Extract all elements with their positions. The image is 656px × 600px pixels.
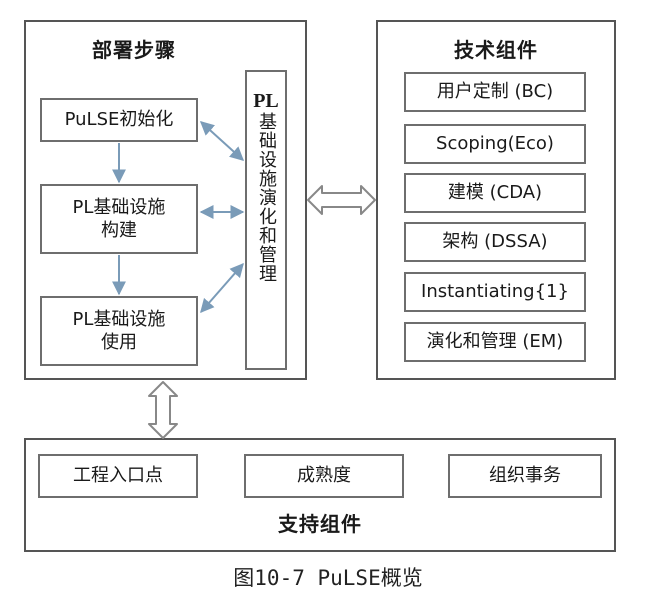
component-instantiating: Instantiating{1}: [404, 272, 586, 312]
figure-caption: 图10-7 PuLSE概览: [233, 566, 423, 590]
pl-infra-evolution-prefix: PL: [253, 90, 279, 112]
support-maturity: 成熟度: [244, 454, 404, 498]
component-dssa-label: 架构 (DSSA): [442, 231, 548, 253]
pl-infra-evolution-box: PL 基础设施演化和管理: [245, 70, 287, 370]
step-pl-infra-use-label: PL基础设施使用: [72, 308, 166, 353]
step-pl-infra-use: PL基础设施使用: [40, 296, 198, 366]
support-components-title: 支持组件: [278, 512, 362, 536]
hollow-arrow-horizontal: [307, 185, 376, 215]
support-organization-label: 组织事务: [489, 465, 561, 487]
component-bc-label: 用户定制 (BC): [436, 81, 554, 103]
technical-components-title: 技术组件: [454, 38, 538, 62]
component-em: 演化和管理 (EM): [404, 322, 586, 362]
component-bc: 用户定制 (BC): [404, 72, 586, 112]
support-organization: 组织事务: [448, 454, 602, 498]
arrow-init-evolution: [199, 121, 245, 161]
support-entry-points: 工程入口点: [38, 454, 198, 498]
component-scoping-label: Scoping(Eco): [436, 133, 554, 155]
component-dssa: 架构 (DSSA): [404, 222, 586, 262]
component-em-label: 演化和管理 (EM): [426, 331, 564, 353]
component-cda-label: 建模 (CDA): [447, 182, 543, 204]
support-maturity-label: 成熟度: [297, 465, 351, 487]
step-pulse-init-label: PuLSE初始化: [64, 109, 174, 131]
component-scoping: Scoping(Eco): [404, 124, 586, 164]
step-pl-infra-build: PL基础设施构建: [40, 184, 198, 254]
pl-infra-evolution-label: 基础设施演化和管理: [256, 112, 277, 283]
step-pl-infra-build-label: PL基础设施构建: [72, 196, 166, 241]
support-entry-points-label: 工程入口点: [73, 465, 163, 487]
step-pulse-init: PuLSE初始化: [40, 98, 198, 142]
deployment-steps-title: 部署步骤: [92, 38, 176, 62]
component-cda: 建模 (CDA): [404, 173, 586, 213]
hollow-arrow-vertical: [148, 381, 178, 439]
arrow-use-evolution: [200, 262, 244, 314]
component-instantiating-label: Instantiating{1}: [421, 281, 569, 303]
